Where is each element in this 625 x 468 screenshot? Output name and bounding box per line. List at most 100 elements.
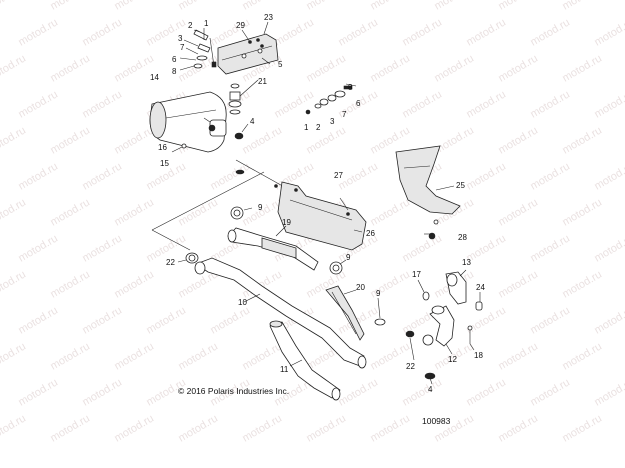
watermark-text: motod.ru bbox=[496, 0, 540, 13]
watermark-text: motod.ru bbox=[48, 52, 92, 84]
watermark-text: motod.ru bbox=[0, 340, 28, 372]
callout-17: 17 bbox=[412, 270, 421, 279]
watermark-text: motod.ru bbox=[464, 160, 508, 192]
watermark-text: motod.ru bbox=[304, 0, 348, 13]
diagram-number: 100983 bbox=[422, 416, 451, 426]
callout-14: 14 bbox=[150, 73, 159, 82]
watermark-text: motod.ru bbox=[16, 304, 60, 336]
gasket-22-lower bbox=[405, 330, 415, 338]
callout-16: 16 bbox=[158, 143, 167, 152]
watermark-text: motod.ru bbox=[592, 16, 625, 48]
callout-6: 6 bbox=[172, 55, 177, 64]
callout-24: 24 bbox=[476, 283, 485, 292]
watermark-text: motod.ru bbox=[560, 124, 604, 156]
watermark-text: motod.ru bbox=[48, 196, 92, 228]
callout-26: 26 bbox=[366, 229, 375, 238]
callout-10: 10 bbox=[238, 298, 247, 307]
watermark-text: motod.ru bbox=[80, 304, 124, 336]
watermark-text: motod.ru bbox=[16, 88, 60, 120]
watermark-text: motod.ru bbox=[336, 16, 380, 48]
head-pipe-19 bbox=[227, 227, 319, 271]
watermark-text: motod.ru bbox=[240, 0, 284, 13]
watermark-text: motod.ru bbox=[560, 268, 604, 300]
muffler bbox=[149, 91, 227, 153]
heat-shield-muffler bbox=[217, 33, 279, 75]
watermark-text: motod.ru bbox=[0, 268, 28, 300]
watermark-text: motod.ru bbox=[368, 196, 412, 228]
watermark-text: motod.ru bbox=[48, 268, 92, 300]
leader-lines bbox=[177, 21, 481, 385]
callout-9: 9 bbox=[258, 203, 263, 212]
callout-25: 25 bbox=[456, 181, 465, 190]
watermark-text: motod.ru bbox=[496, 196, 540, 228]
exhaust-pipe-11 bbox=[269, 320, 341, 401]
callout-labels: 1 2 3 7 6 8 29 23 5 21 14 4 16 15 8 6 7 … bbox=[150, 13, 485, 394]
watermark-text: motod.ru bbox=[592, 376, 625, 408]
elbow-12 bbox=[422, 305, 455, 347]
watermark-text: motod.ru bbox=[528, 232, 572, 264]
watermark-text: motod.ru bbox=[176, 340, 220, 372]
watermark-text: motod.ru bbox=[496, 52, 540, 84]
watermark-text: motod.ru bbox=[240, 340, 284, 372]
heat-shield-20 bbox=[325, 285, 365, 341]
watermark-text: motod.ru bbox=[464, 376, 508, 408]
watermark-text: motod.ru bbox=[80, 16, 124, 48]
callout-4-lower: 4 bbox=[428, 385, 433, 394]
watermark-text: motod.ru bbox=[496, 412, 540, 444]
watermark-text: motod.ru bbox=[48, 412, 92, 444]
callout-4: 4 bbox=[250, 117, 255, 126]
callout-2-right: 2 bbox=[316, 123, 321, 132]
watermark-text: motod.ru bbox=[0, 196, 28, 228]
watermark-text: motod.ru bbox=[304, 412, 348, 444]
watermark-text: motod.ru bbox=[48, 0, 92, 13]
callout-2: 2 bbox=[188, 21, 193, 30]
watermark-text: motod.ru bbox=[0, 0, 28, 13]
watermark-text: motod.ru bbox=[272, 88, 316, 120]
callout-8-right: 8 bbox=[348, 83, 353, 92]
watermark-text: motod.ru bbox=[304, 52, 348, 84]
group-boundary-lines bbox=[151, 159, 289, 251]
callout-19: 19 bbox=[282, 218, 291, 227]
watermark-text: motod.ru bbox=[560, 52, 604, 84]
hardware-stack-right bbox=[305, 85, 353, 115]
watermark-text: motod.ru bbox=[400, 88, 444, 120]
gasket-9-upper bbox=[230, 206, 244, 220]
watermark-text: motod.ru bbox=[432, 0, 476, 13]
watermark-text: motod.ru bbox=[0, 124, 28, 156]
callout-9-mid: 9 bbox=[346, 253, 351, 262]
watermark-text: motod.ru bbox=[112, 340, 156, 372]
stud-18 bbox=[467, 325, 473, 344]
callout-3: 3 bbox=[178, 34, 183, 43]
watermark-text: motod.ru bbox=[240, 196, 284, 228]
heat-shield-25 bbox=[395, 145, 461, 225]
callout-27: 27 bbox=[334, 171, 343, 180]
clamp-17 bbox=[422, 291, 430, 301]
hardware-stack-left bbox=[193, 29, 217, 69]
watermark-text: motod.ru bbox=[336, 160, 380, 192]
watermark-text: motod.ru bbox=[400, 232, 444, 264]
callout-13: 13 bbox=[462, 258, 471, 267]
callout-22-lower: 22 bbox=[406, 362, 415, 371]
callout-1-right: 1 bbox=[304, 123, 309, 132]
watermark-text: motod.ru bbox=[592, 232, 625, 264]
callout-3-right: 3 bbox=[330, 117, 335, 126]
watermark-text: motod.ru bbox=[176, 0, 220, 13]
watermark-text: motod.ru bbox=[240, 124, 284, 156]
callout-6-right: 6 bbox=[356, 99, 361, 108]
callout-15: 15 bbox=[160, 159, 169, 168]
watermark-text: motod.ru bbox=[336, 376, 380, 408]
watermark-text: motod.ru bbox=[112, 196, 156, 228]
watermark-text: motod.ru bbox=[368, 52, 412, 84]
grommet-lower bbox=[424, 372, 436, 380]
callout-8: 8 bbox=[172, 67, 177, 76]
gasket-9-lower bbox=[374, 318, 386, 326]
watermark-text: motod.ru bbox=[560, 340, 604, 372]
watermark-text: motod.ru bbox=[0, 52, 28, 84]
watermark-text: motod.ru bbox=[528, 376, 572, 408]
watermark-text: motod.ru bbox=[80, 376, 124, 408]
watermark-text: motod.ru bbox=[80, 232, 124, 264]
spacer-stack bbox=[228, 83, 242, 115]
watermark-text: motod.ru bbox=[112, 268, 156, 300]
watermark-text: motod.ru bbox=[432, 52, 476, 84]
